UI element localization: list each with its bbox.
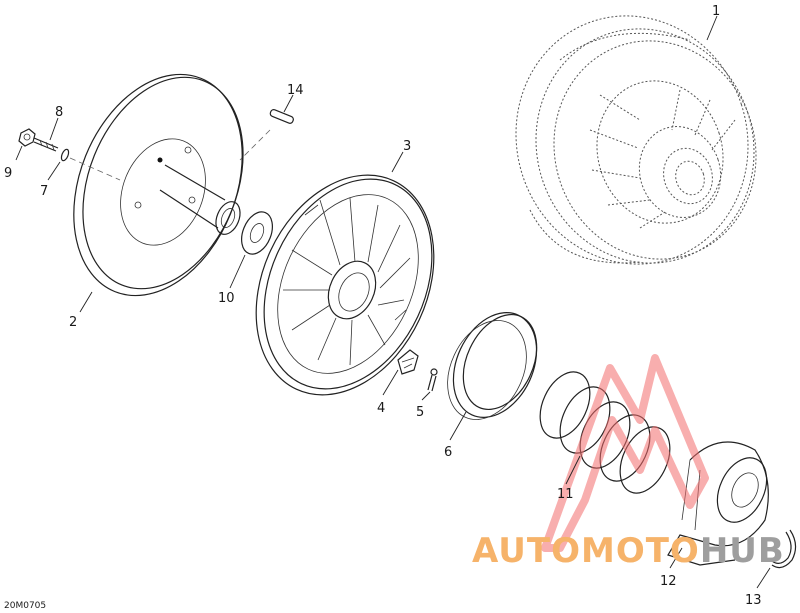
callout-12: 12 <box>660 574 677 589</box>
callout-11: 11 <box>557 487 574 502</box>
part-3-movable-sheave <box>255 174 435 396</box>
watermark-moto: MOTO <box>581 531 700 571</box>
part-14-key <box>239 109 294 161</box>
callout-7: 7 <box>40 184 48 199</box>
callout-5: 5 <box>416 405 424 420</box>
part-4-slider-shoe <box>397 349 419 375</box>
watermark-text: AUTOMOTOHUB <box>472 531 785 571</box>
callout-4: 4 <box>377 401 385 416</box>
watermark-logo <box>541 354 709 552</box>
part-5-screw <box>427 368 438 392</box>
callout-13: 13 <box>745 593 762 608</box>
part-6-ring <box>447 312 538 420</box>
diagram-code: 20M0705 <box>4 601 46 611</box>
watermark-auto: AUTO <box>472 531 581 571</box>
callout-14: 14 <box>287 83 304 98</box>
callout-10: 10 <box>218 291 235 306</box>
callout-2: 2 <box>69 315 77 330</box>
callout-3: 3 <box>403 139 411 154</box>
watermark-hub: HUB <box>700 531 785 571</box>
callout-labels: 1 2 3 4 5 6 7 8 9 10 11 12 13 14 <box>4 4 762 608</box>
callout-8: 8 <box>55 105 63 120</box>
part-2-fixed-sheave <box>73 73 244 297</box>
callout-6: 6 <box>444 445 452 460</box>
callout-1: 1 <box>712 4 720 19</box>
part-13-circlip <box>771 529 797 569</box>
part-10-washer <box>241 211 273 255</box>
parts-7-8-9-fasteners <box>18 128 121 181</box>
part-1-driven-pulley <box>515 15 757 265</box>
leader-lines <box>15 15 771 589</box>
callout-9: 9 <box>4 166 12 181</box>
